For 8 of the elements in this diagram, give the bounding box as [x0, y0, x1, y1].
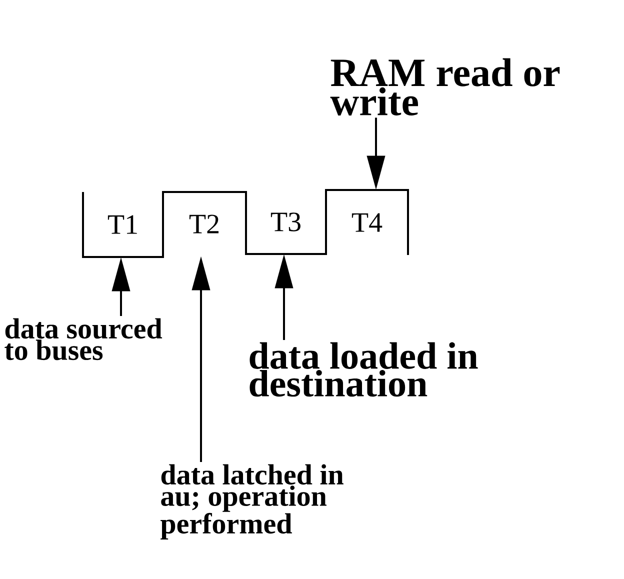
annotation-text: data latched in au; operation performed [160, 464, 344, 540]
period-label: T2 [189, 214, 218, 234]
period-label: T3 [270, 212, 300, 232]
annotation-text: RAM read or write [330, 58, 560, 116]
annotation-text: data loaded in destination [250, 342, 478, 397]
annotation-text: data sourced to buses [4, 318, 162, 360]
period-label: T1 [108, 215, 137, 234]
period-label: T4 [352, 213, 382, 232]
